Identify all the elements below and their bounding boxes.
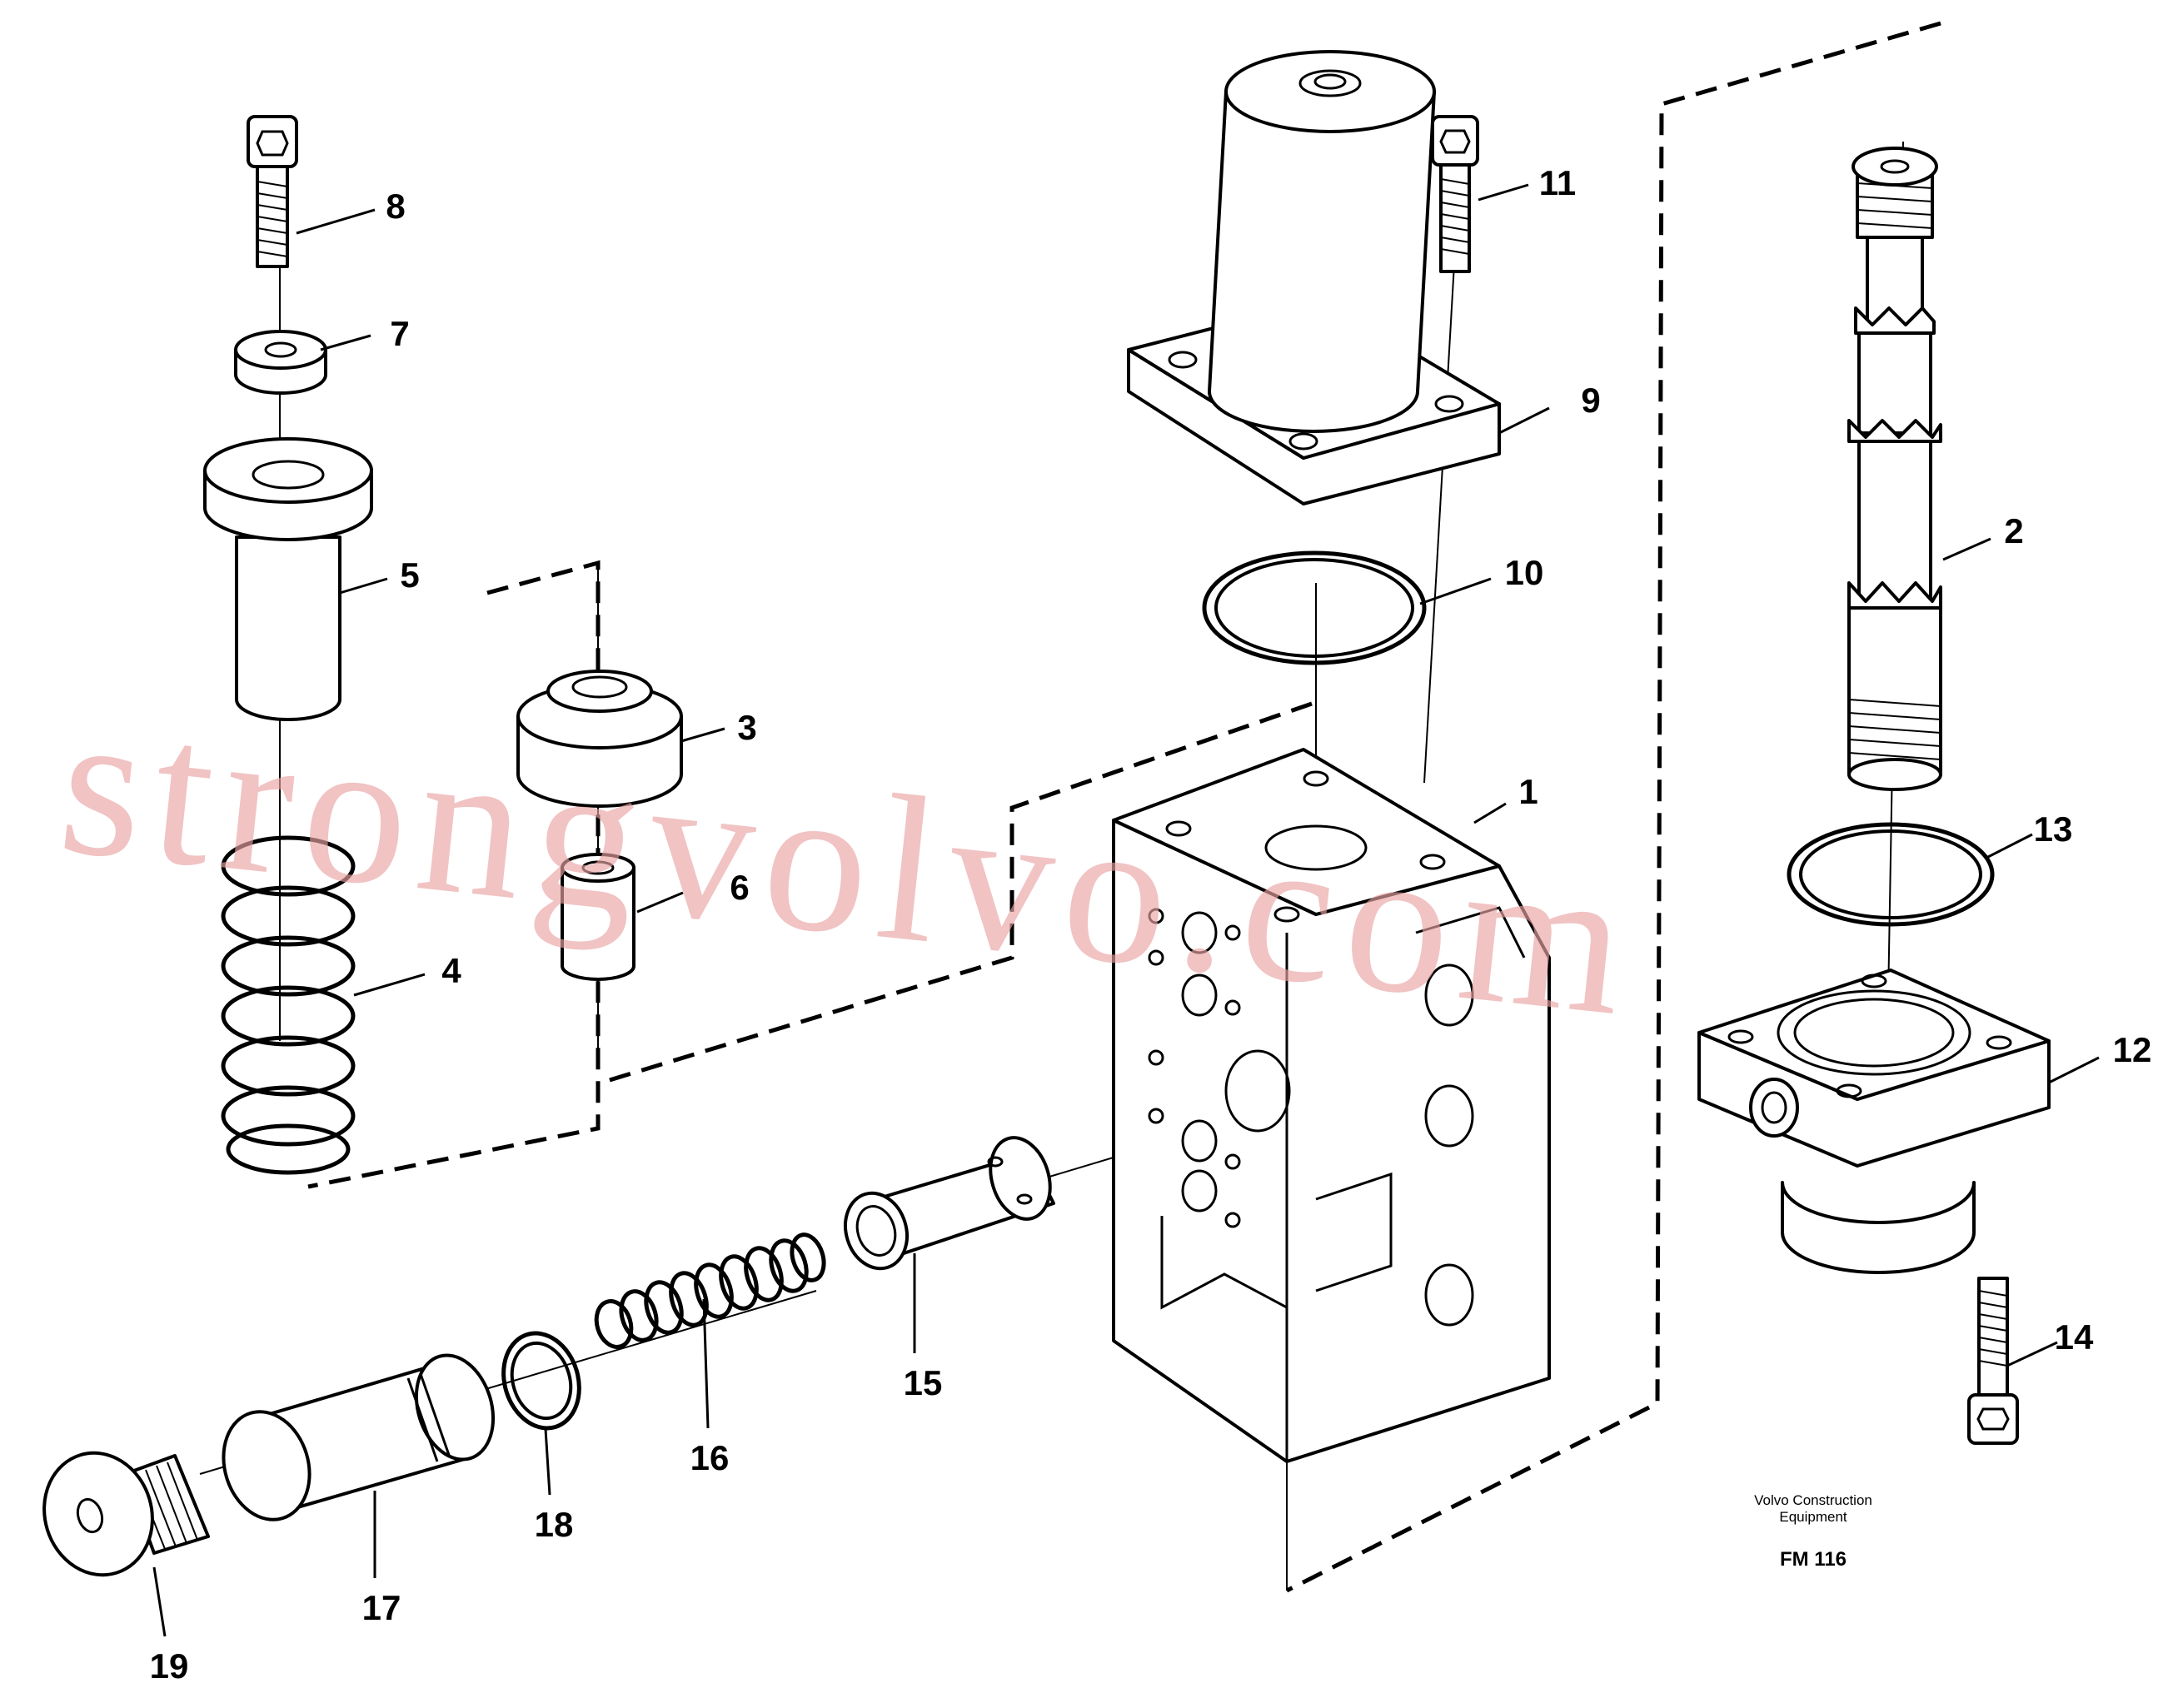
callout-13: 13 [2034, 809, 2073, 849]
callout-11: 11 [1539, 163, 1576, 202]
part-3-cap [516, 670, 683, 808]
part-10-oring [1202, 550, 1427, 665]
callout-1: 1 [1518, 772, 1538, 811]
part-19-plug [42, 1451, 210, 1577]
figure-caption: Volvo Construction Equipment FM 116 [1754, 1492, 1872, 1571]
callout-labels: 1 2 3 4 5 6 7 8 9 10 11 12 13 14 15 16 1… [150, 163, 2152, 1686]
part-5-sleeve [203, 437, 373, 721]
callout-16: 16 [690, 1438, 730, 1477]
caption-maker-line2: Equipment [1779, 1509, 1847, 1525]
callout-18: 18 [535, 1505, 574, 1544]
callout-12: 12 [2113, 1030, 2152, 1069]
callout-7: 7 [390, 314, 409, 353]
part-14-bolt [1967, 1277, 2019, 1445]
leader-lines [152, 183, 2100, 1637]
callout-15: 15 [904, 1363, 943, 1402]
callout-2: 2 [2004, 511, 2023, 550]
callout-17: 17 [362, 1588, 401, 1627]
callout-4: 4 [441, 951, 461, 990]
part-8-bolt [247, 115, 298, 268]
part-18-seal [501, 1331, 581, 1431]
part-9-cover [1127, 50, 1501, 505]
callout-8: 8 [386, 187, 405, 226]
assembly-boundaries [307, 21, 1941, 1593]
watermark-text: strongvolvo.com [51, 666, 1647, 1061]
caption-maker-line1: Volvo Construction [1754, 1492, 1872, 1508]
part-12-flange [1697, 969, 2051, 1274]
part-7-washer [234, 330, 327, 395]
part-17-piston [222, 1353, 496, 1521]
part-13-oring [1787, 822, 1995, 927]
callout-14: 14 [2055, 1317, 2094, 1357]
callout-10: 10 [1505, 553, 1544, 592]
part-16-spring [594, 1232, 826, 1349]
callout-3: 3 [737, 708, 756, 747]
callout-9: 9 [1581, 381, 1600, 420]
part-6-pin [561, 853, 635, 981]
part-11-bolt [1431, 115, 1479, 273]
callout-19: 19 [150, 1646, 189, 1686]
part-1-valve-body [1112, 748, 1551, 1463]
callout-5: 5 [400, 555, 419, 595]
callout-6: 6 [730, 868, 749, 907]
caption-figure-code: FM 116 [1780, 1548, 1847, 1571]
part-4-spring [221, 835, 356, 1175]
part-15-sleeve [844, 1136, 1055, 1271]
part-2-cartridge [1847, 147, 1942, 791]
